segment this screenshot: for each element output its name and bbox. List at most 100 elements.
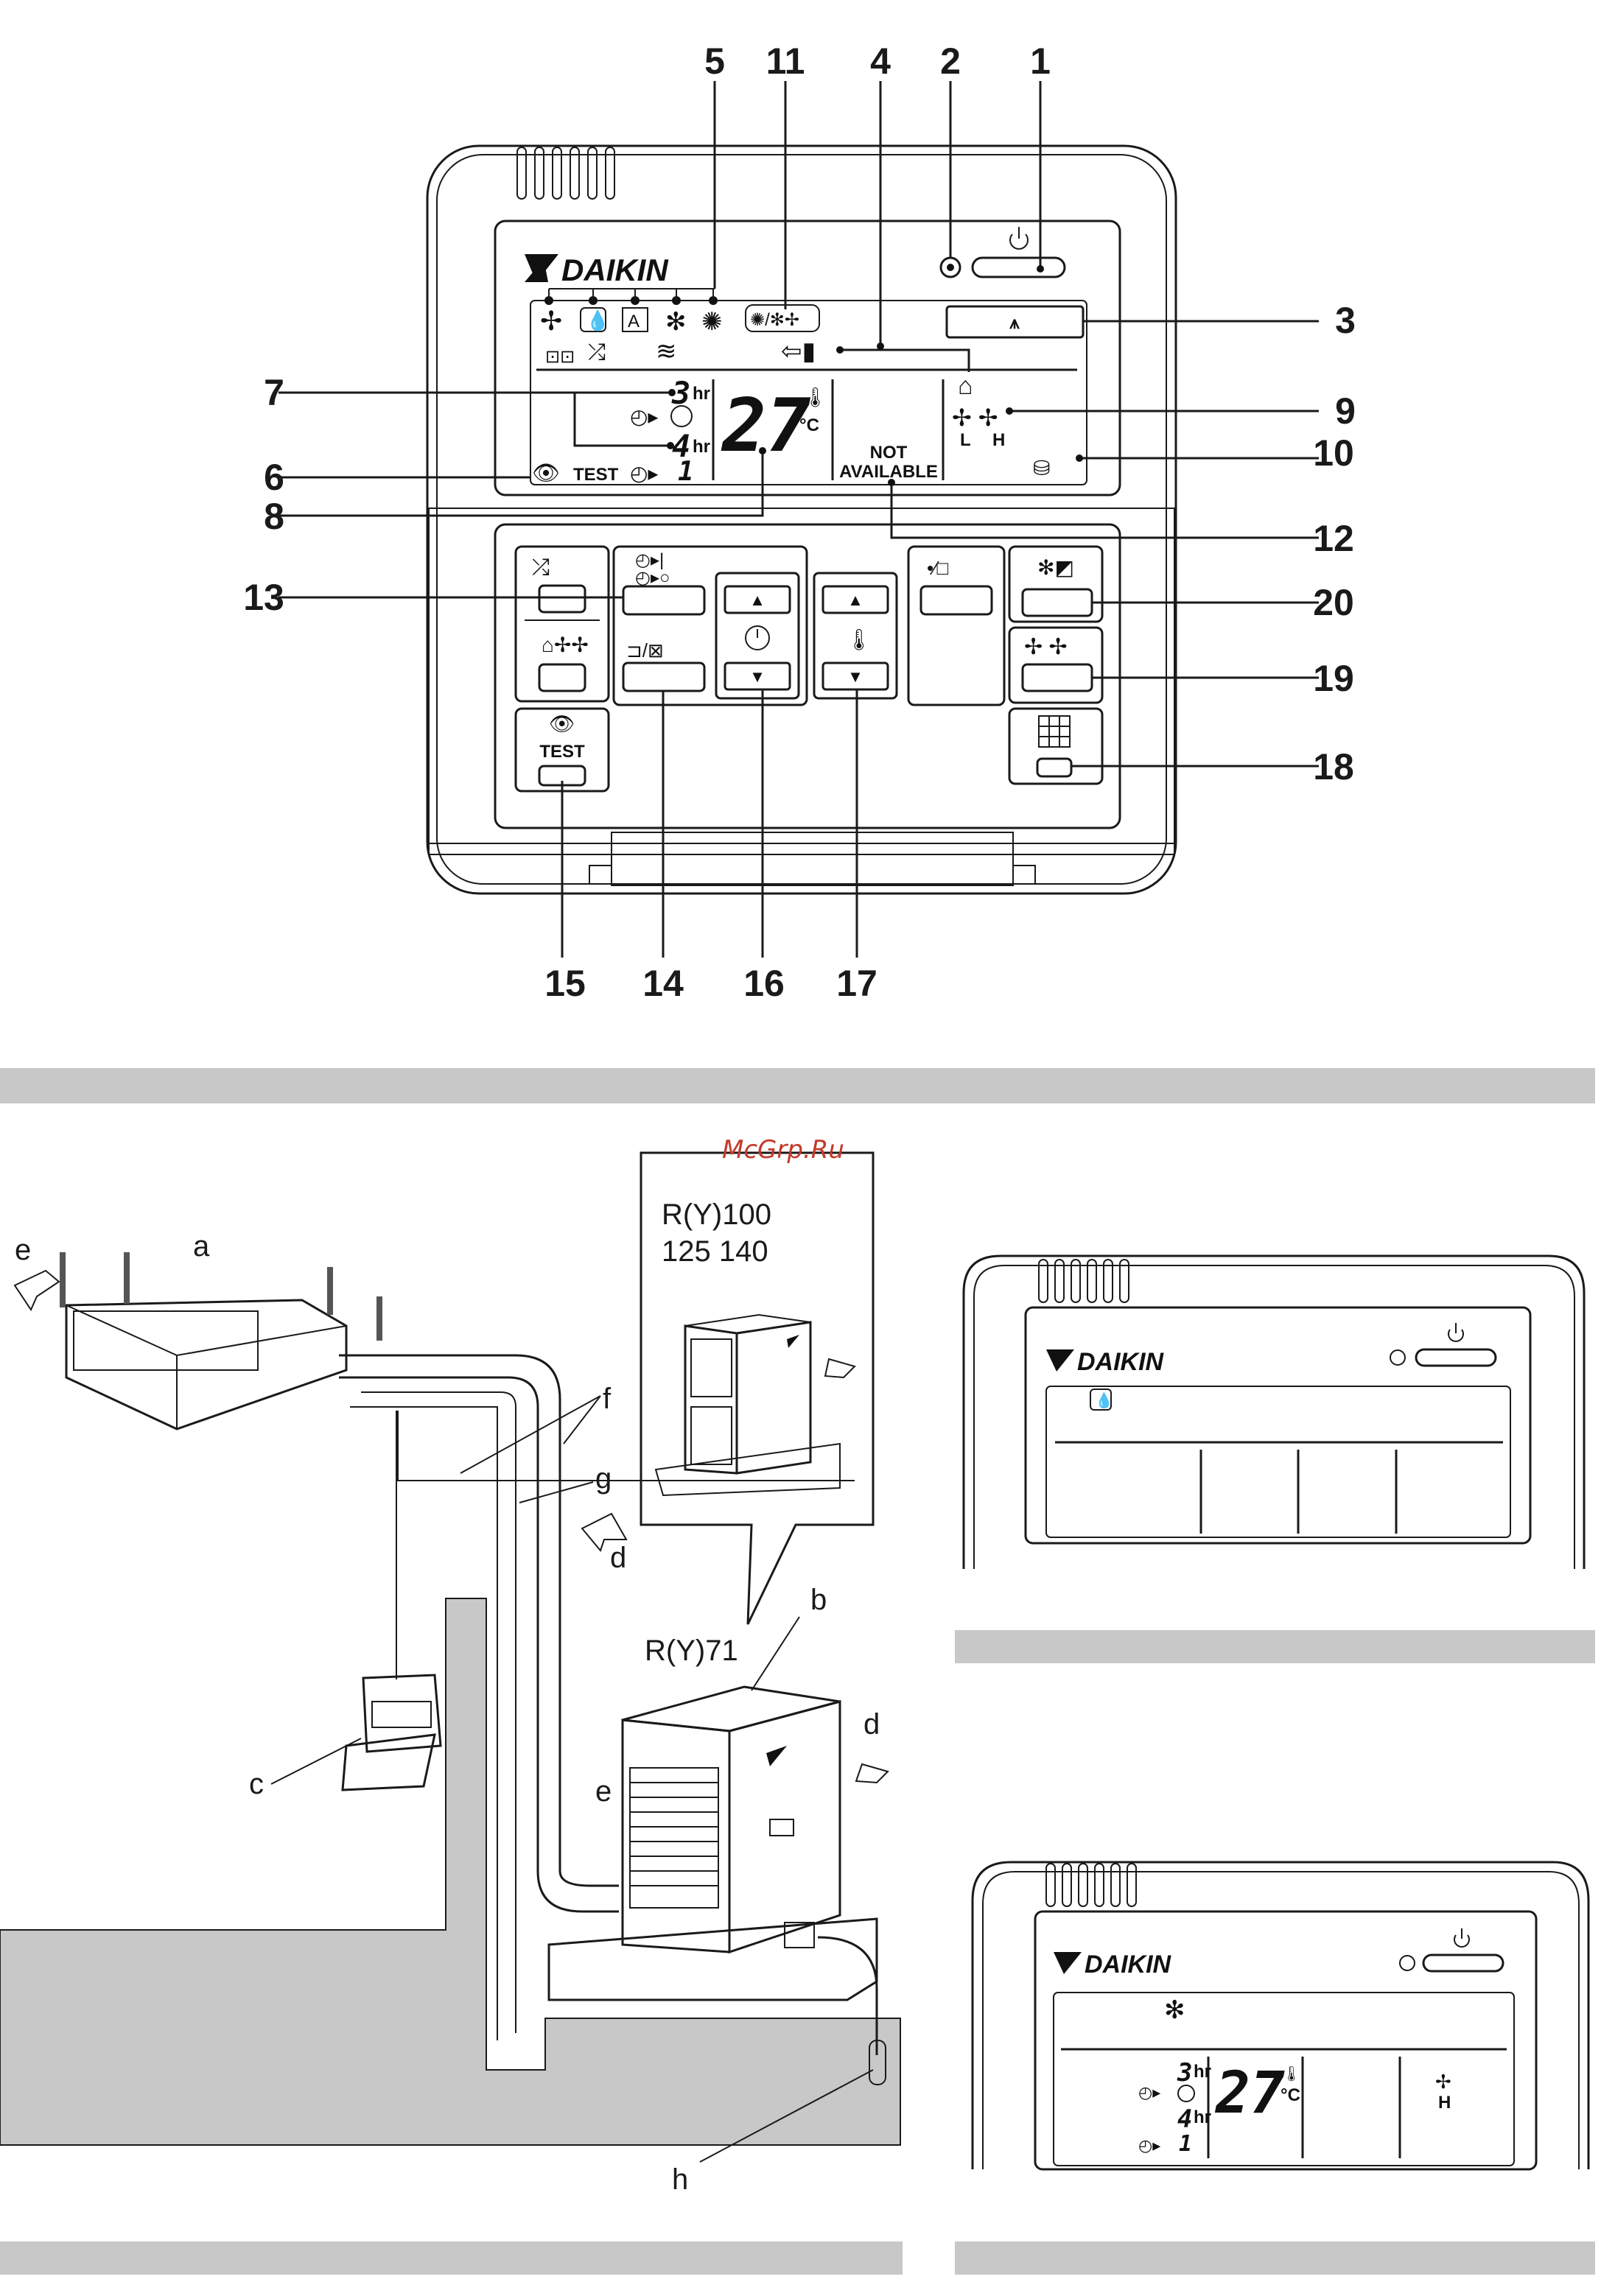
temperature-unit: °C [799, 415, 819, 435]
callout-15: 15 [544, 963, 586, 1004]
label-d: d [610, 1542, 626, 1574]
timer-clock-icon: ◴▸ [630, 405, 659, 428]
label-g: g [595, 1462, 612, 1495]
svg-text:▼: ▼ [847, 667, 863, 686]
callout-12: 12 [1313, 518, 1354, 559]
operation-mode-icon: ✻◩ [1037, 556, 1074, 579]
outdoor-unit-b [549, 1687, 877, 2000]
callout-17: 17 [836, 963, 877, 1004]
svg-text:hr: hr [693, 437, 710, 457]
power-icon [1010, 227, 1028, 249]
section-band-2 [955, 1630, 1595, 1663]
up-arrow-icon: ▲ [749, 591, 766, 609]
callout-10: 10 [1313, 432, 1354, 474]
ventilation-mode-icons: ✺/✻✢ [750, 310, 799, 330]
change-over-icon: ⌂ [958, 372, 973, 400]
callout-7: 7 [264, 372, 284, 413]
model-r100: R(Y)100 [662, 1198, 771, 1231]
label-d-2: d [863, 1708, 880, 1741]
callout-3: 3 [1335, 300, 1356, 341]
ventilation-amount-icon: ⌂✢✢ [542, 633, 589, 656]
operation-mode-button[interactable] [1023, 589, 1092, 616]
label-b: b [810, 1584, 827, 1616]
heat-mode-icon: ✺ [701, 308, 723, 336]
callout-16: 16 [743, 963, 785, 1004]
label-e-2: e [595, 1775, 612, 1808]
air-cleaning-icon: ≋ [656, 337, 677, 365]
model-r71: R(Y)71 [645, 1635, 738, 1667]
svg-text:◴▸: ◴▸ [1138, 2136, 1160, 2155]
ventilation-amount-button[interactable] [539, 664, 585, 691]
building-wall-ground [0, 1598, 900, 2145]
filter-cleaning-icon: ⛁ [1033, 457, 1050, 480]
label-c: c [249, 1768, 264, 1800]
fan-speed-high: H [992, 430, 1005, 450]
section-band-1 [0, 1068, 1595, 1103]
display-test-label: TEST [573, 465, 619, 485]
installation-diagram: R(Y)100 125 140 a b c d d e e f g [0, 1135, 900, 2196]
fan-speed-icon: ✢ ✢ [952, 404, 998, 431]
mini-fan-icon: ✢ [1435, 2071, 1451, 2093]
svg-text:hr: hr [1194, 2107, 1211, 2127]
set-temperature: 27 [721, 382, 810, 468]
callout-8: 8 [264, 496, 284, 537]
mini-brand-2: DAIKIN [1085, 1951, 1172, 1979]
remote-controller-diagram: DAIKIN ⩚ ✢ 💧 A ✻ ✺ ⊡⊡ ⤮ [243, 41, 1356, 1004]
indoor-unit-a [63, 1252, 379, 1429]
down-arrow-icon: ▼ [749, 667, 766, 686]
svg-text:4: 4 [1177, 2104, 1192, 2134]
airflow-direction-icon: •⁄□ [927, 557, 948, 579]
remote-controller-c [343, 1675, 441, 1790]
label-a: a [193, 1230, 210, 1263]
test-eye-icon: 👁 [549, 712, 575, 735]
timer-enable-icon: ⊐/⊠ [626, 639, 664, 661]
filter-reset-button[interactable] [1037, 759, 1071, 776]
svg-text:💧: 💧 [1095, 1391, 1113, 1409]
watermark: McGrp.Ru [722, 1135, 844, 1165]
fan-speed-button-icon: ✢ ✢ [1024, 635, 1068, 659]
callout-13: 13 [243, 577, 284, 618]
callout-6: 6 [264, 457, 284, 498]
callout-9: 9 [1335, 390, 1356, 432]
inspection-eye-icon: 👁 [532, 461, 560, 485]
svg-text:hr: hr [1194, 2062, 1211, 2082]
cool-mode-icon: ✻ [665, 308, 687, 336]
timer-on-mode-icon: ◴▸| [635, 550, 664, 570]
defrost-icon: ⇦▮ [781, 337, 816, 365]
callout-19: 19 [1313, 658, 1354, 699]
section-band-3 [0, 2241, 903, 2275]
airflow-direction-button[interactable] [921, 586, 992, 614]
airflow-group [908, 547, 1004, 705]
timer-off-mode-icon: ◴▸○ [635, 568, 670, 588]
timer-enable-button[interactable] [623, 663, 704, 691]
dry-mode-icon: 💧 [586, 309, 609, 331]
callout-11: 11 [766, 41, 805, 82]
filter-icon [1039, 716, 1070, 747]
mini-on-off-button-2[interactable] [1423, 1955, 1503, 1971]
fan-mode-icon: ✢ [540, 306, 562, 336]
mini-lamp-2 [1400, 1956, 1415, 1970]
mini-on-off-button-1[interactable] [1416, 1349, 1496, 1366]
callout-2: 2 [940, 41, 961, 82]
callout-1: 1 [1030, 41, 1051, 82]
large-model-callout: R(Y)100 125 140 [641, 1153, 873, 1624]
on-off-button[interactable] [973, 258, 1065, 277]
label-f: f [603, 1383, 612, 1415]
callout-14: 14 [642, 963, 684, 1004]
ventilation-mode-icon: ⤮ [532, 555, 550, 580]
fan-speed-button[interactable] [1023, 664, 1092, 691]
svg-text:hr: hr [693, 384, 710, 404]
section-band-4 [955, 2241, 1595, 2275]
mini-brand-1: DAIKIN [1077, 1348, 1165, 1376]
daikin-logo: DAIKIN [525, 253, 669, 287]
ventilation-mode-button[interactable] [539, 586, 585, 612]
ventilation-icon: ⤮ [588, 340, 606, 365]
callout-5: 5 [704, 41, 725, 82]
timer-mode-button[interactable] [623, 586, 704, 614]
auto-mode-icon: A [628, 312, 640, 331]
fan-speed-low: L [960, 430, 971, 450]
leader-lines [278, 81, 1319, 958]
not-available-line1: NOT [870, 443, 908, 463]
svg-text:°C: °C [1281, 2085, 1300, 2105]
